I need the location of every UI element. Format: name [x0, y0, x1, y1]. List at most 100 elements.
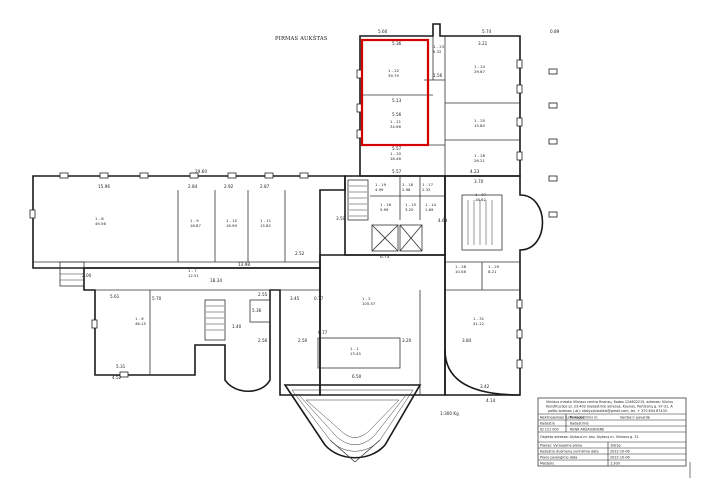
dimension-label: 2.87	[260, 184, 270, 189]
title-block-cell: Kadastro duomenų surinkimo data	[540, 450, 599, 454]
svg-text:1 - 712.51: 1 - 712.51	[188, 268, 199, 278]
dimension-label: 5.57	[392, 146, 402, 151]
dimension-label: 6.73	[380, 254, 390, 259]
svg-text:1 - 298.21: 1 - 298.21	[488, 264, 500, 274]
title-block-address: Objekto adresas: Alytaus m. sav. Alytaus…	[540, 435, 639, 439]
title-block-cell: Kadastrinis	[570, 422, 589, 426]
dimension-label: 3.70	[474, 179, 484, 184]
title-block-cell: Plano parengimo data	[540, 456, 577, 460]
title-block-cell: Mastelis	[540, 462, 554, 466]
dimension-label: 5.31	[116, 364, 126, 369]
title-block-cell: Nekilnojamojo turto kadastrinis nr.	[540, 416, 598, 420]
dimension-label: 1.40	[232, 324, 242, 329]
plan-title: PIRMAS AUKŠTAS	[275, 34, 328, 42]
dimension-label: 0.77	[314, 296, 324, 301]
title-block-cell: RENA ARŠAUSKIENĖ	[570, 427, 604, 432]
room-area: 26.21	[474, 158, 485, 163]
title-block-cell: Planas: Vyraujama plona	[540, 444, 582, 448]
svg-text:1 - 165.99: 1 - 165.99	[380, 202, 392, 212]
room-number: 1 - 18	[402, 182, 414, 187]
dimension-label: 5.61	[110, 294, 120, 299]
dimension-label: 5.36	[252, 308, 262, 313]
room-area: 5.32	[433, 49, 442, 54]
title-block-line: Vilniaus miesto Vilniaus centro finansų,…	[546, 400, 673, 404]
dimension-label: 6.50	[352, 374, 362, 379]
room-number: 1 - 9	[190, 218, 199, 223]
room-area: 105.57	[362, 301, 376, 306]
room-area: 15.82	[260, 223, 271, 228]
dimension-label: 4.14	[486, 398, 496, 403]
room-number: 1 - 21	[390, 119, 402, 124]
room-area: 1.69	[425, 207, 434, 212]
dimension-label: 2.55	[258, 292, 268, 297]
room-number: 1 - 10	[226, 218, 238, 223]
title-block-cell: 2022-10-06	[610, 450, 630, 454]
room-area: 18.48	[390, 156, 401, 161]
title-block-line: Konstitucijos pr. 23-402 (kadastrinė adr…	[546, 405, 673, 409]
dimension-label: 4.23	[470, 169, 480, 174]
room-number: 1 - 19	[375, 182, 387, 187]
room-number: 1 - 7	[188, 268, 197, 273]
room-number: 1 - 26	[474, 153, 486, 158]
room-number: 1 - 17	[422, 182, 434, 187]
dimension-label: 3.20	[402, 338, 412, 343]
room-area: 39.79	[388, 73, 399, 78]
room-area: 29.67	[474, 69, 485, 74]
room-area: 49.56	[95, 221, 106, 226]
title-block-cell: 1:300	[610, 462, 620, 466]
dimension-label: 5.60	[378, 29, 388, 34]
room-number: 1 - 8	[95, 216, 104, 221]
dimension-label: 2.00	[82, 273, 92, 278]
title-block-cell: Vardas ir pavardė	[620, 416, 650, 420]
dimension-label: 2.50	[298, 338, 308, 343]
room-number: 1 - 24	[474, 64, 486, 69]
svg-text:1 - 182.96: 1 - 182.96	[402, 182, 414, 192]
room-number: 1 - 16	[380, 202, 392, 207]
title-block-cell: Kadastro	[540, 422, 555, 426]
room-number: 1 - 25	[474, 118, 486, 123]
dimension-label: 18.34	[210, 278, 222, 283]
room-number: 1 - 15	[405, 202, 417, 207]
room-area: 8.21	[488, 269, 497, 274]
dimension-label: 4.52	[112, 375, 122, 380]
title-block-cell: Pareigos	[570, 416, 585, 420]
room-area: 3.20	[405, 207, 414, 212]
room-area: 12.51	[188, 273, 199, 278]
room-area: 13.45	[350, 351, 361, 356]
room-area: 16.87	[190, 223, 201, 228]
svg-text:1 - 646.15: 1 - 646.15	[135, 316, 146, 326]
dimension-labels: 5.60 5.74 5.36 3.21 5.13 5.56 5.57 1.56 …	[82, 29, 560, 403]
central-hall	[317, 254, 446, 396]
room-area: 2.32	[422, 187, 431, 192]
dimension-label: 3.45	[290, 296, 300, 301]
dimension-label: 5.36	[392, 41, 402, 46]
dimension-label: 15.96	[98, 184, 110, 189]
room-area: 16.99	[226, 223, 237, 228]
room-area: 34.96	[390, 124, 401, 129]
dimension-label: 2.52	[295, 251, 305, 256]
room-area: 15.80	[474, 123, 485, 128]
dimension-label: 5.70	[152, 296, 162, 301]
dimension-label: 5.74	[482, 29, 492, 34]
room-number: 1 - 29	[488, 264, 500, 269]
room-area: 18.62	[475, 197, 486, 202]
east-wing	[444, 175, 544, 396]
room-area: 46.15	[135, 321, 146, 326]
dimension-label: 5.57	[392, 169, 402, 174]
svg-text:1 - 849.56: 1 - 849.56	[95, 216, 106, 226]
dimension-label: 3.42	[480, 384, 490, 389]
room-number: 1 - 14	[425, 202, 437, 207]
room-number: 1 - 31	[473, 316, 485, 321]
title-block-cell: ID 121 000	[540, 428, 559, 432]
svg-text:1 - 153.20: 1 - 153.20	[405, 202, 417, 212]
